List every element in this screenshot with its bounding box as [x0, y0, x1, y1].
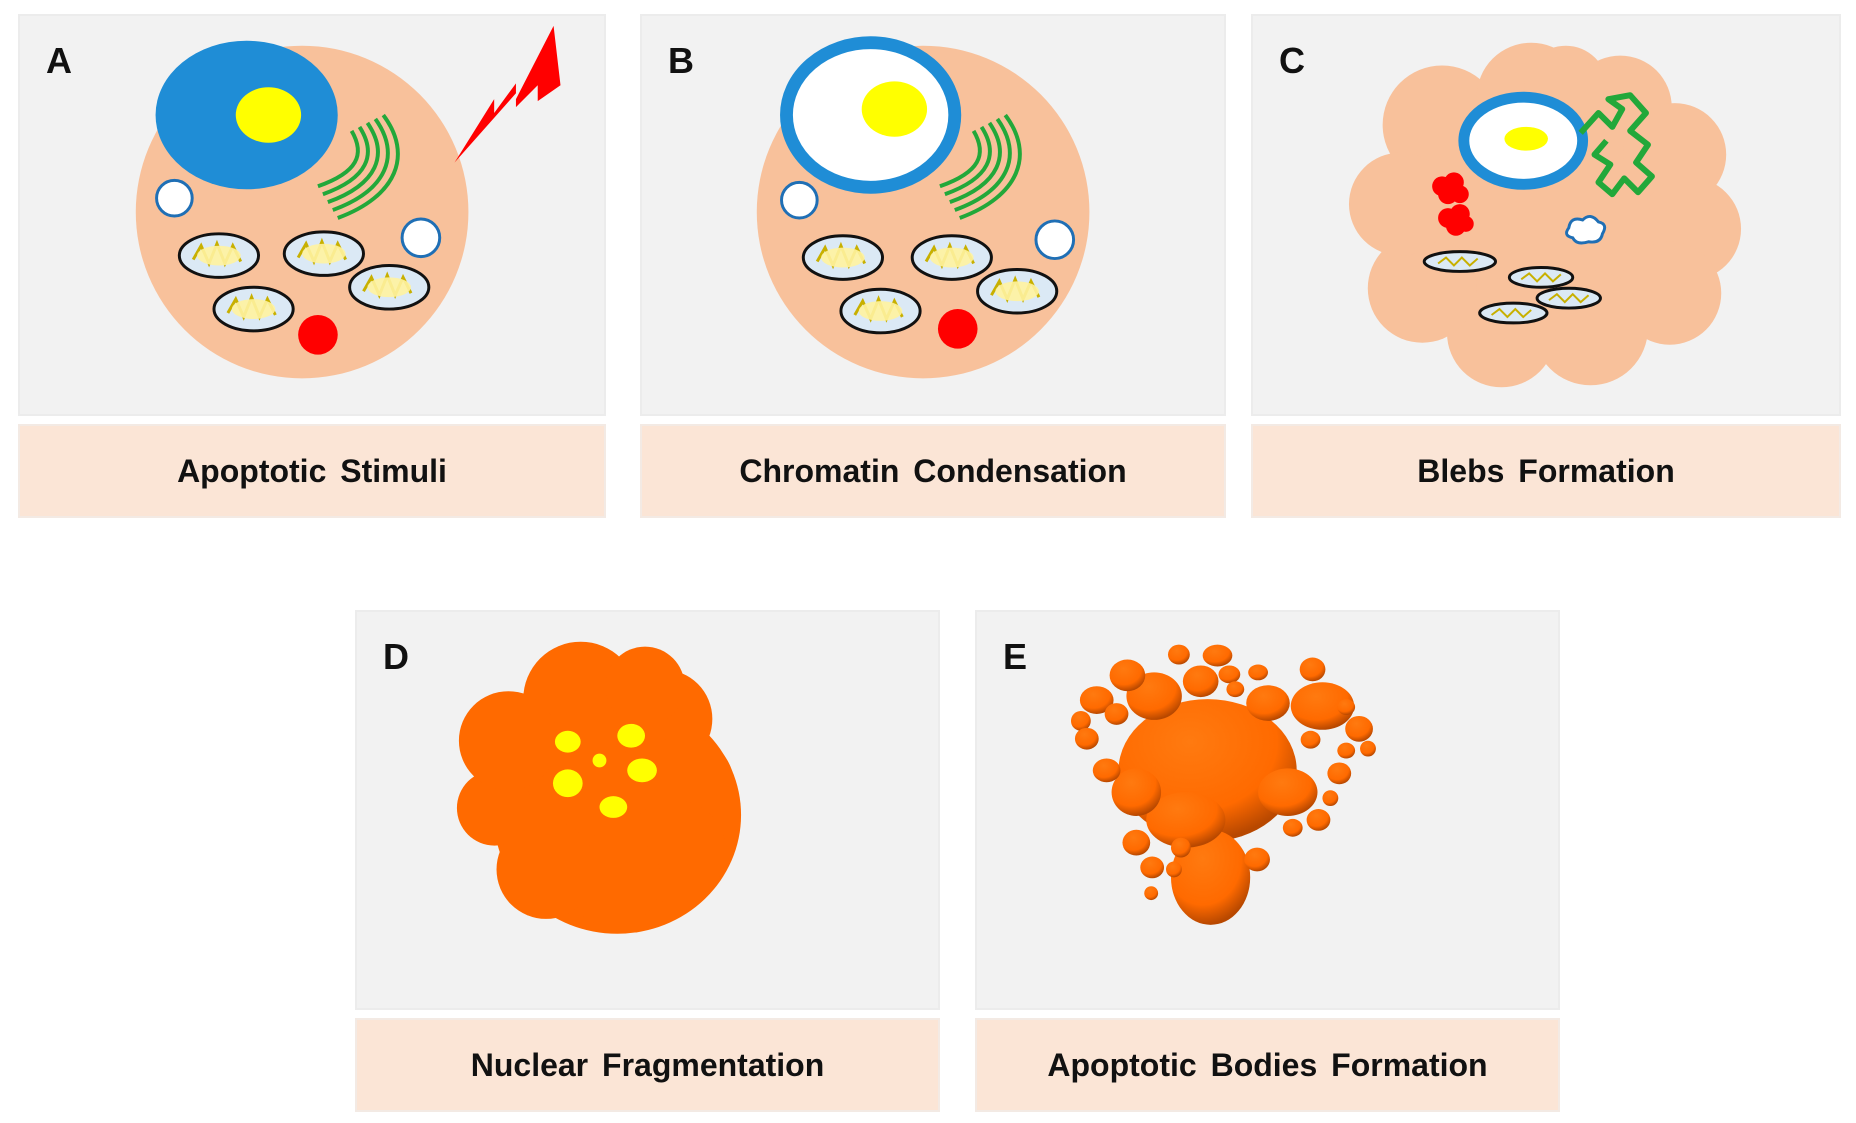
- apoptotic-bodies-diagram: [1070, 644, 1376, 925]
- nuclear-fragments: [552, 723, 657, 818]
- panel-caption: Apoptotic Stimuli: [18, 424, 606, 518]
- lysosome: [937, 309, 978, 349]
- golgi-apparatus: [317, 113, 400, 220]
- cell-healthy-diagram: [135, 25, 561, 379]
- golgi-apparatus: [939, 113, 1022, 220]
- vesicle: [780, 180, 819, 220]
- lysosome: [298, 314, 338, 355]
- vesicle: [400, 217, 442, 259]
- blebbing-cytoplasm: [1348, 42, 1742, 388]
- panel-letter: A: [46, 40, 72, 81]
- panel-e-illustration: E: [975, 610, 1560, 1010]
- apoptotic-bodies: [1070, 644, 1376, 925]
- nucleolus: [235, 87, 302, 143]
- panel-blebs-formation: C Blebs Formation: [1251, 14, 1841, 518]
- panel-caption: Chromatin Condensation: [640, 424, 1226, 518]
- panel-a-illustration: A: [18, 14, 606, 416]
- panel-apoptotic-stimuli: A Apoptotic Stimuli: [18, 14, 606, 518]
- nucleolus: [1504, 126, 1548, 151]
- panel-nuclear-fragmentation: D Nuclear Fragmentation: [355, 610, 940, 1112]
- panel-c-illustration: C: [1251, 14, 1841, 416]
- panel-letter: B: [668, 40, 694, 81]
- panel-caption: Blebs Formation: [1251, 424, 1841, 518]
- cell-blebbing-diagram: [1348, 42, 1742, 388]
- panel-d-illustration: D: [355, 610, 940, 1010]
- panel-b-illustration: B: [640, 14, 1226, 416]
- panel-caption: Apoptotic Bodies Formation: [975, 1018, 1560, 1112]
- mitochondria: [1422, 250, 1602, 325]
- mitochondria: [177, 230, 431, 333]
- cell-condensation-diagram: [756, 36, 1090, 379]
- panel-letter: E: [1003, 636, 1028, 677]
- panel-caption: Nuclear Fragmentation: [355, 1018, 940, 1112]
- panel-chromatin-condensation: B Chromatin Condensation: [640, 14, 1226, 518]
- vesicle: [1034, 219, 1076, 261]
- panel-letter: C: [1279, 40, 1305, 81]
- nuclear-fragmentation-diagram: [456, 641, 742, 934]
- nucleolus: [861, 81, 928, 137]
- vesicle-fragment: [1565, 215, 1607, 245]
- lysosome-fragments: [1432, 172, 1474, 236]
- shrunken-cell: [456, 641, 742, 934]
- fragmented-golgi: [1578, 92, 1655, 198]
- panel-apoptotic-bodies-formation: E Apoptotic Bodies Formation: [975, 610, 1560, 1112]
- mitochondria: [801, 234, 1059, 335]
- vesicle: [155, 178, 194, 218]
- lightning-bolt-icon: [454, 25, 561, 163]
- panel-letter: D: [383, 636, 409, 677]
